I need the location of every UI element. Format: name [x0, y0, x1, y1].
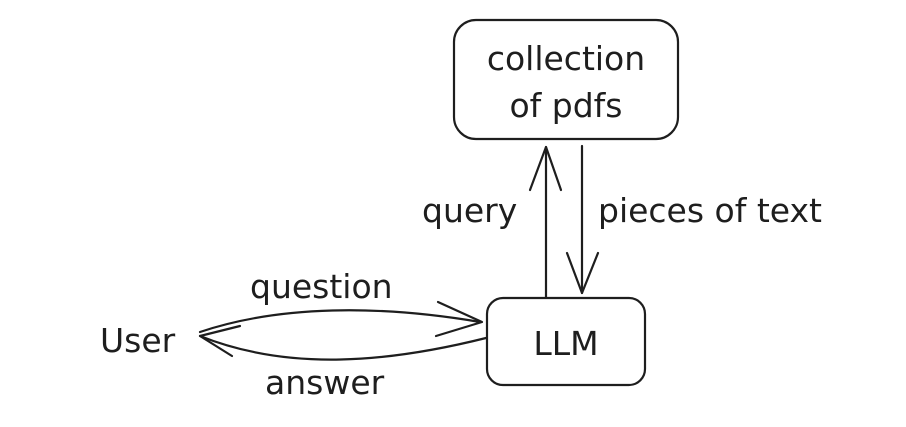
edge-answer-arrowhead: [198, 324, 242, 358]
node-llm-box: [485, 296, 647, 387]
node-user-label[interactable]: User: [100, 321, 176, 360]
node-collection-of-pdfs[interactable]: collection of pdfs: [452, 18, 680, 141]
edge-pieces-label: pieces of text: [598, 191, 822, 230]
edge-query-label: query: [422, 191, 517, 230]
node-llm-label: LLM: [533, 324, 598, 363]
edge-answer-label: answer: [265, 363, 385, 402]
edge-query-arrow: [528, 145, 563, 299]
node-collection-box: [452, 18, 680, 141]
node-collection-label-line2: of pdfs: [509, 86, 622, 125]
edge-question-label: question: [250, 267, 393, 306]
edge-answer-line: [198, 334, 488, 361]
node-llm[interactable]: LLM: [485, 296, 647, 387]
node-collection-label-line1: collection: [487, 39, 645, 78]
edge-query-arrowhead: [528, 145, 563, 192]
edge-answer-arrow: [198, 324, 488, 361]
edge-question-arrowhead: [434, 300, 484, 338]
edge-pieces-arrow: [565, 144, 600, 295]
edge-question-arrow: [198, 300, 484, 338]
edge-question-line: [198, 309, 482, 334]
edge-pieces-arrowhead: [565, 251, 600, 295]
